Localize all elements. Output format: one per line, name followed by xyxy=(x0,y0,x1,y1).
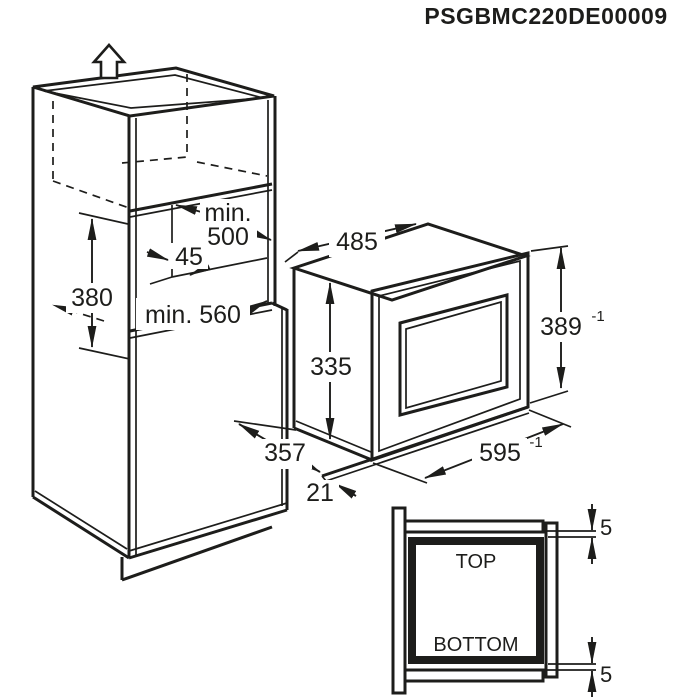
cabinet-hidden-edges xyxy=(52,74,268,209)
arrow-up-icon xyxy=(91,43,127,80)
detail-gap-top: 5 xyxy=(600,515,612,540)
dim-oven-body-depth: 357 xyxy=(264,439,306,467)
dim-niche-height: 380 xyxy=(71,284,113,312)
dim-oven-front-height-tolerance: -1 xyxy=(591,308,604,325)
cabinet-top-face-inner xyxy=(43,74,264,109)
oven-window xyxy=(398,293,509,417)
dimension-labels: min. 500 45 380 min. 560 485 335 389 -1 … xyxy=(71,199,605,507)
base-cabinet xyxy=(32,301,289,582)
detail-gap-bottom: 5 xyxy=(600,662,612,687)
dim-oven-front-width-tolerance: -1 xyxy=(529,434,542,451)
detail-top-panel xyxy=(403,519,545,534)
dim-oven-top-depth: 485 xyxy=(336,228,378,256)
detail-top-label: TOP xyxy=(456,551,497,573)
detail-left-panel xyxy=(391,506,407,695)
dim-niche-depth: min. 560 xyxy=(145,301,241,329)
dim-oven-front-height: 389 xyxy=(540,313,582,341)
mounting-detail-drawing: TOP BOTTOM 5 5 xyxy=(391,504,612,697)
dim-niche-width: 500 xyxy=(207,223,249,251)
dimension-lines xyxy=(52,204,572,499)
detail-oven-face xyxy=(416,545,536,656)
oven-window-inner xyxy=(405,300,502,410)
dim-front-offset: 45 xyxy=(175,243,203,271)
oven-door xyxy=(370,251,530,463)
diagram-title: PSGBMC220DE00009 xyxy=(424,3,667,29)
detail-right-trim xyxy=(544,521,559,679)
dim-oven-front-width: 595 xyxy=(479,439,521,467)
oven-door-inner xyxy=(378,259,521,453)
detail-bottom-panel xyxy=(403,668,545,683)
dim-oven-body-height: 335 xyxy=(310,353,352,381)
dim-niche-width-prefix: min. xyxy=(204,199,251,227)
dimension-label-boxes xyxy=(66,199,588,507)
dim-bottom-overlap: 21 xyxy=(306,479,334,507)
detail-bottom-label: BOTTOM xyxy=(433,634,518,656)
